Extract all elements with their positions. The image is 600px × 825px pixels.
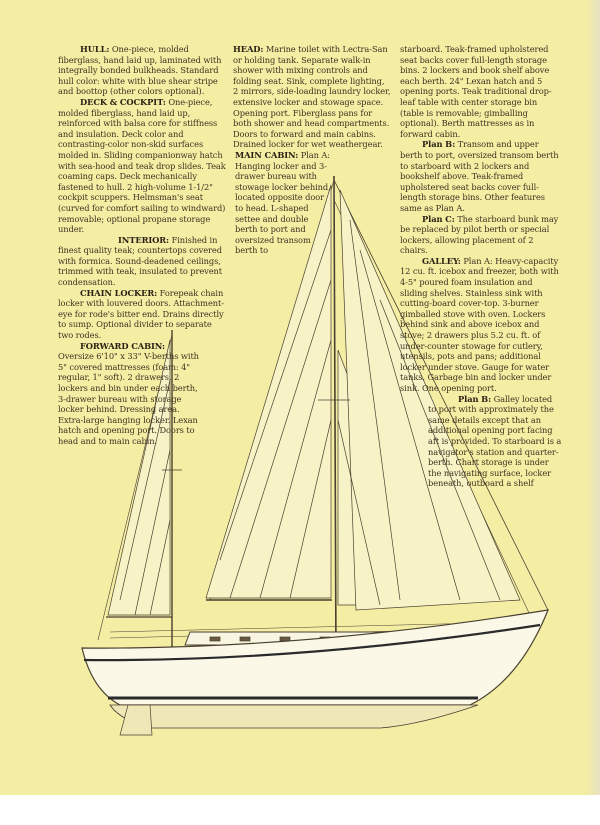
specs-column-left: HULL: One-piece, molded fiberglass, hand… bbox=[58, 44, 226, 447]
plan-c-text: The starboard bunk may be replaced by pi… bbox=[400, 213, 559, 256]
hull-text: One-piece, molded fiberglass, hand laid … bbox=[58, 44, 222, 97]
galley-text: Plan A: Heavy-capacity 12 cu. ft. icebox… bbox=[400, 255, 559, 393]
hull-heading: HULL: bbox=[80, 44, 110, 54]
specs-column-right: starboard. Teak-framed upholstered seat … bbox=[400, 44, 562, 489]
plan-b-cabin-section: Plan B: Transom and upper berth to port,… bbox=[400, 139, 562, 213]
head-section: HEAD: Marine toilet with Lectra-San or h… bbox=[233, 44, 391, 150]
deck-cockpit-section: DECK & COCKPIT: One-piece, molded fiberg… bbox=[58, 97, 226, 235]
interior-section: INTERIOR: Finished in finest quality tea… bbox=[58, 235, 226, 288]
interior-heading: INTERIOR: bbox=[118, 234, 170, 245]
main-cabin-continued: starboard. Teak-framed upholstered seat … bbox=[400, 44, 552, 139]
deck-cockpit-heading: DECK & COCKPIT: bbox=[80, 96, 166, 107]
head-text: Marine toilet with Lectra-San or holding… bbox=[233, 44, 391, 150]
chain-locker-text: Forepeak chain locker with louvered door… bbox=[58, 287, 224, 341]
scan-margin bbox=[0, 795, 600, 825]
main-cabin-heading: MAIN CABIN: bbox=[235, 149, 299, 160]
plan-c-section: Plan C: The starboard bunk may be replac… bbox=[400, 214, 562, 256]
deck-cockpit-text: One-piece, molded fiberglass, hand laid … bbox=[58, 96, 226, 235]
page-edge-shadow bbox=[586, 0, 600, 795]
galley-heading: GALLEY: bbox=[422, 255, 461, 266]
ketch-sail-plan-illustration bbox=[81, 175, 549, 736]
main-cabin-text: Plan A: Hanging locker and 3-drawer bure… bbox=[235, 149, 331, 256]
chain-locker-section: CHAIN LOCKER: Forepeak chain locker with… bbox=[58, 288, 226, 341]
chain-locker-heading: CHAIN LOCKER: bbox=[80, 287, 158, 298]
plan-b-galley-heading: Plan B: bbox=[458, 393, 492, 404]
brochure-page: HULL: One-piece, molded fiberglass, hand… bbox=[0, 0, 600, 795]
main-cabin-section: MAIN CABIN: Plan A: Hanging locker and 3… bbox=[235, 150, 331, 256]
forward-cabin-text: Oversize 6'10" x 33" V-berths with 5" co… bbox=[58, 351, 199, 446]
forward-cabin-heading: FORWARD CABIN: bbox=[80, 340, 165, 351]
forward-cabin-section: FORWARD CABIN: Oversize 6'10" x 33" V-be… bbox=[58, 341, 200, 447]
plan-b-galley-text: Galley located to port with approximatel… bbox=[428, 393, 562, 489]
head-heading: HEAD: bbox=[233, 44, 264, 54]
plan-b-cabin-heading: Plan B: bbox=[422, 139, 456, 150]
interior-text: Finished in finest quality teak; counter… bbox=[58, 234, 223, 288]
plan-b-cabin-text: Transom and upper berth to port, oversiz… bbox=[400, 139, 559, 213]
hull-section: HULL: One-piece, molded fiberglass, hand… bbox=[58, 44, 226, 97]
galley-section: GALLEY: Plan A: Heavy-capacity 12 cu. ft… bbox=[400, 256, 562, 394]
specs-column-middle: HEAD: Marine toilet with Lectra-San or h… bbox=[233, 44, 391, 256]
plan-c-heading: Plan C: bbox=[422, 213, 455, 224]
plan-b-galley-section: Plan B: Galley located to port with appr… bbox=[428, 394, 562, 489]
